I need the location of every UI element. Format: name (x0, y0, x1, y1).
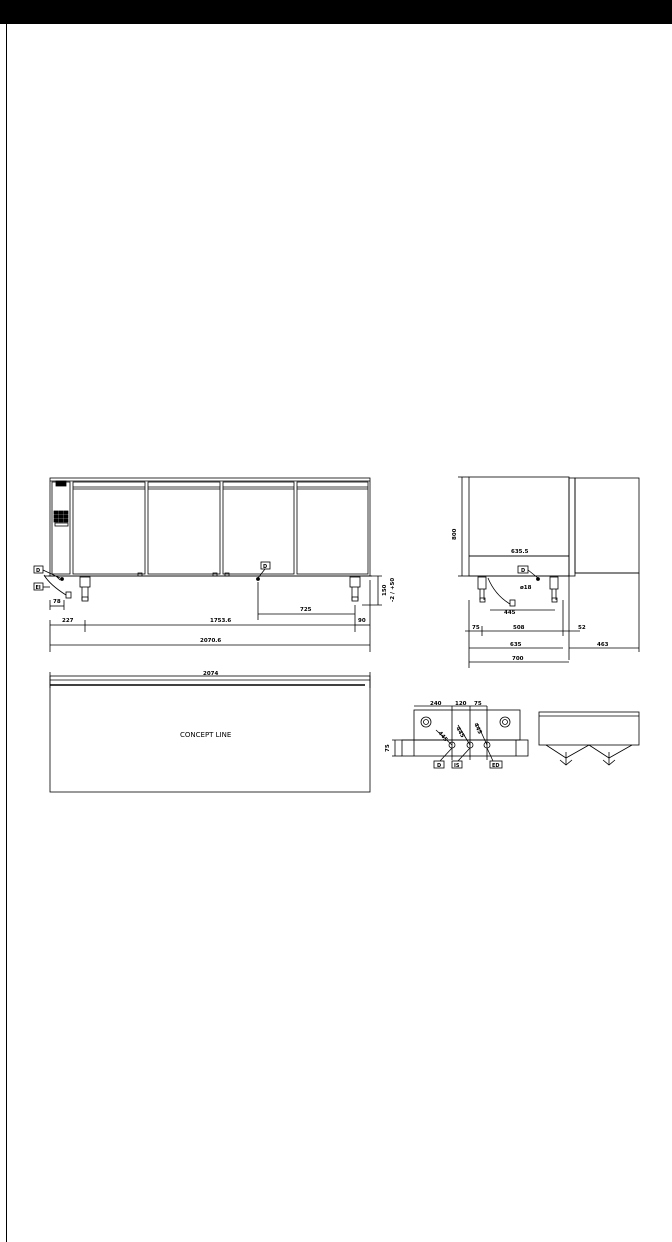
plan-outline (49, 675, 371, 793)
display-icon (55, 480, 67, 487)
dim-detail-240: 240 (430, 701, 442, 707)
plug-icon (65, 591, 72, 599)
dim-side-635-5: 635.5 (511, 549, 529, 555)
dim-detail-120: 120 (455, 701, 467, 707)
tag-text-detail-drain: D (437, 763, 441, 769)
tag-text-detail-electric: ED (492, 763, 500, 769)
side-body (468, 476, 570, 577)
plan-label: CONCEPT LINE (180, 731, 231, 739)
dim-side-800: 800 (452, 528, 458, 540)
dim-side-700: 700 (512, 656, 524, 662)
tag-electric-front (33, 582, 44, 591)
canopy-body (538, 711, 640, 746)
legs (79, 576, 361, 602)
detail-knob-left (420, 716, 432, 728)
door-3 (222, 481, 295, 575)
dim-side-635: 635 (510, 642, 522, 648)
tag-text-drain-front: D (36, 568, 40, 574)
connection-detail (392, 705, 529, 769)
tag-detail-electric (489, 760, 503, 769)
dim-detail-445c: 445 (472, 722, 482, 735)
dim-front-adj: -2 / +50 (390, 578, 396, 602)
dim-side-52: 52 (578, 625, 586, 631)
wall-unit (574, 477, 640, 574)
tag-text-drain-rear: D (263, 564, 267, 570)
dim-side-508: 508 (513, 625, 525, 631)
dim-front-78: 78 (53, 599, 61, 605)
page-frame (6, 24, 672, 1242)
door-1 (72, 481, 146, 575)
badge-icon (54, 522, 69, 527)
dim-front-1753: 1753.6 (210, 618, 231, 624)
dim-front-227: 227 (62, 618, 74, 624)
tag-drain-side (517, 565, 529, 574)
tag-detail-water (451, 760, 463, 769)
tag-detail-drain (433, 760, 445, 769)
tag-drain-rear (260, 561, 271, 570)
control-panel (51, 481, 71, 575)
detail-knob-right (499, 716, 511, 728)
side-elevation (458, 476, 640, 668)
dim-front-2070: 2070.6 (200, 638, 221, 644)
power-cable (43, 574, 67, 596)
tag-text-electric-front: EI (36, 585, 41, 591)
header-bar (0, 0, 672, 24)
tag-drain-front (33, 565, 44, 574)
dim-side-445: 445 (504, 610, 516, 616)
dim-side-463: 463 (597, 642, 609, 648)
counter-body (49, 477, 371, 577)
dim-side-75: 75 (472, 625, 480, 631)
dimension-labels: 78 227 1753.6 725 90 2070.6 150 -2 / +50… (53, 528, 609, 752)
tag-text-detail-water: IS (454, 763, 460, 769)
front-elevation (33, 477, 382, 652)
side-cable (487, 577, 511, 605)
dim-top-2074: 2074 (203, 671, 218, 677)
dim-detail-75v: 75 (385, 744, 391, 752)
dim-detail-75: 75 (474, 701, 482, 707)
door-2 (147, 481, 221, 575)
plan-view (49, 672, 371, 793)
door-4 (296, 481, 369, 575)
dim-side-hole: ø18 (520, 585, 532, 591)
dim-front-150: 150 (382, 584, 388, 596)
dim-detail-445b: 445 (454, 726, 465, 739)
dim-detail-445a: 445 (436, 730, 448, 743)
canopy-detail (538, 711, 640, 766)
dim-front-90: 90 (358, 618, 366, 624)
vent-grille-icon (53, 510, 69, 523)
connection-tags: D EI D D D IS ED (36, 564, 526, 769)
dim-front-725: 725 (300, 607, 312, 613)
doors (72, 481, 369, 575)
tag-text-drain-side: D (521, 568, 525, 574)
